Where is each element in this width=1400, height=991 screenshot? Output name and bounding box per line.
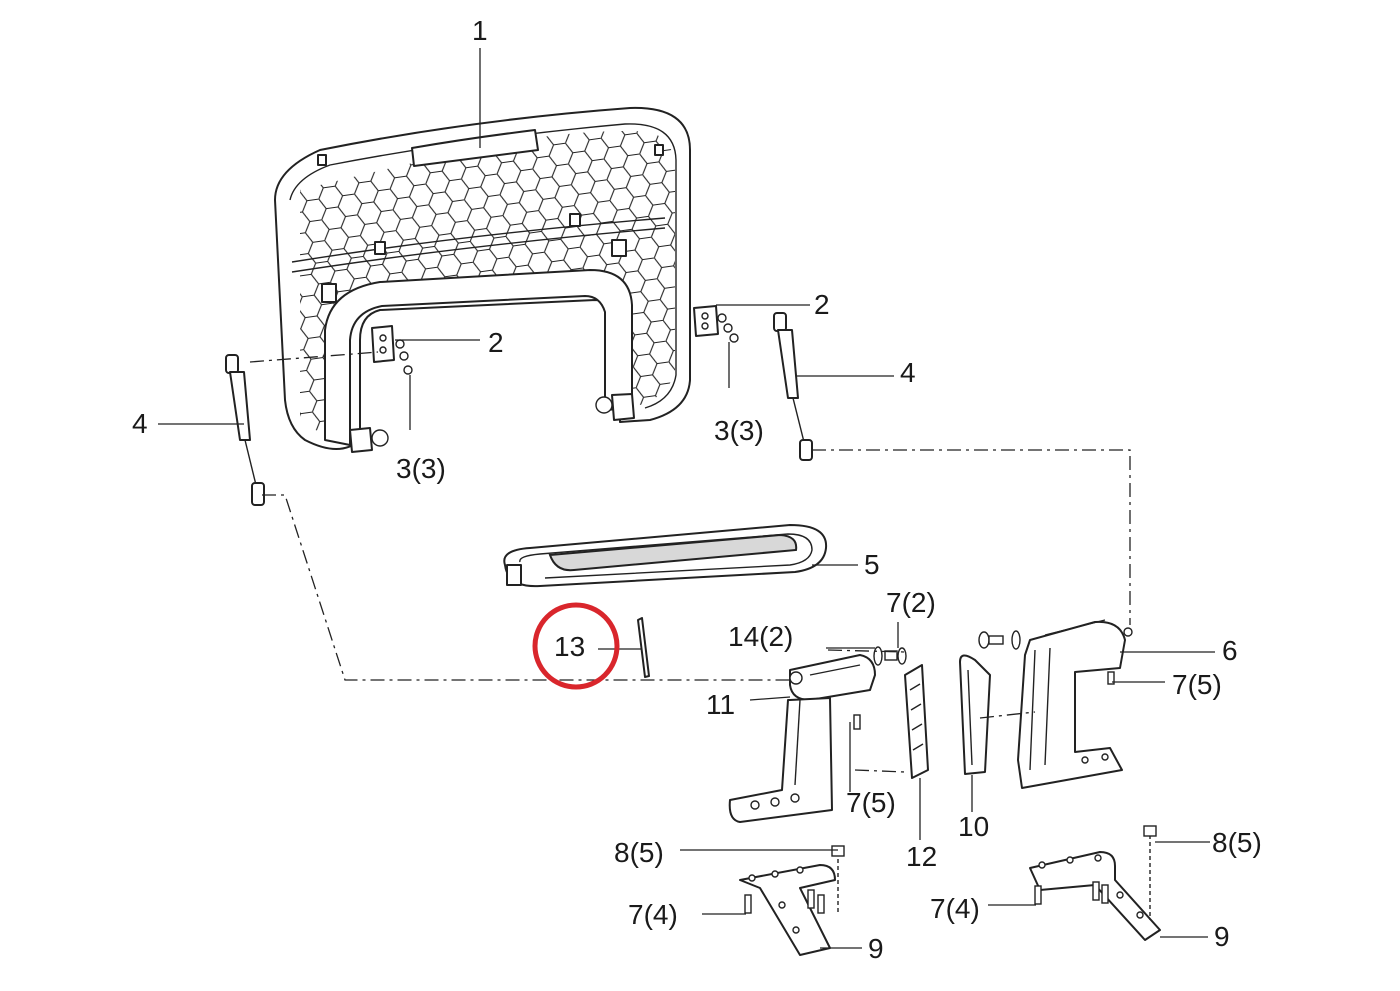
label-6: 6 [1222, 635, 1238, 666]
part-4-left-gas-strut [225, 354, 265, 506]
label-13: 13 [554, 631, 585, 662]
part-12-rail [904, 664, 929, 779]
part-3-right-screws [717, 313, 739, 343]
label-7-5-right: 7(5) [1172, 669, 1222, 700]
part-11-arm-support [728, 654, 876, 823]
label-7-4-left: 7(4) [628, 899, 678, 930]
label-14-2: 14(2) [728, 621, 793, 652]
part-6-arm-support [1017, 619, 1133, 789]
label-8-5-left: 8(5) [614, 837, 664, 868]
part-9-left-base-plate [739, 845, 845, 956]
label-8-5-right: 8(5) [1212, 827, 1262, 858]
label-1: 1 [472, 15, 488, 46]
part-5-armrest-pad [503, 524, 828, 588]
label-4-right: 4 [900, 357, 916, 388]
label-12: 12 [906, 841, 937, 872]
label-2-right: 2 [814, 289, 830, 320]
label-5: 5 [864, 549, 880, 580]
label-7-5-left: 7(5) [846, 787, 896, 818]
part-10-side-cover [959, 630, 1021, 775]
label-7-2: 7(2) [886, 587, 936, 618]
part-2-left-bracket [371, 325, 395, 363]
part-4-right-gas-strut [773, 312, 813, 461]
part-3-left-screws [395, 339, 413, 375]
label-3-right: 3(3) [714, 415, 764, 446]
label-2-left: 2 [488, 327, 504, 358]
label-3-left: 3(3) [396, 453, 446, 484]
label-10: 10 [958, 811, 989, 842]
highlight-circle-part-13 [532, 602, 620, 690]
label-4-left: 4 [132, 408, 148, 439]
label-9-left: 9 [868, 933, 884, 964]
label-11: 11 [706, 689, 735, 720]
part-labels: 1 2 2 3(3) 3(3) 4 4 5 6 7(2) 14(2) 13 11… [132, 15, 1262, 964]
part-14-washers [873, 646, 907, 666]
part-13-pin [637, 617, 650, 678]
label-9-right: 9 [1214, 921, 1230, 952]
leader-lines [158, 48, 1215, 949]
part-1-lid-frame [274, 106, 691, 453]
assembly-centerlines [249, 351, 1131, 773]
label-7-4-right: 7(4) [930, 893, 980, 924]
part-2-right-bracket [693, 305, 719, 337]
part-9-right-base-plate [1029, 825, 1161, 941]
